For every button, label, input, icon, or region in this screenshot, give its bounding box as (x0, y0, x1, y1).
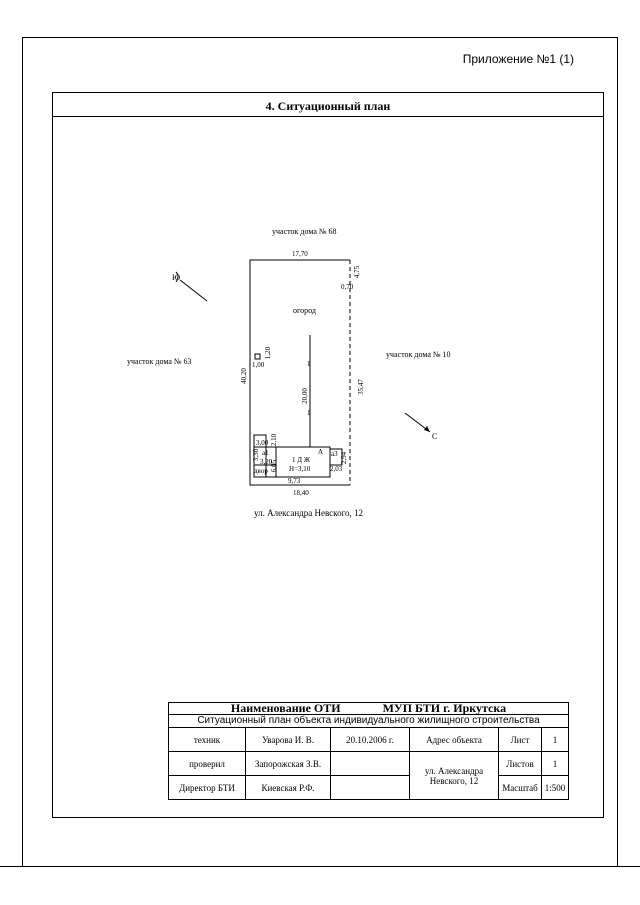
dim-mark-1a: 1 (307, 360, 311, 368)
annex-a3-label: а3 (331, 450, 338, 458)
house-label: 1 Д Ж (292, 456, 311, 464)
dim-2-94: 2,94 (340, 451, 349, 465)
dim-3-30: 3,30 (252, 448, 261, 462)
yard-label: двор (254, 467, 268, 475)
name-technician: Уварова И. В. (245, 727, 331, 752)
right-neighbor-label: участок дома № 10 (386, 350, 451, 359)
dim-3-20: 3,20 (260, 458, 273, 466)
dim-bottom-inner: 9,73 (288, 477, 301, 485)
top-neighbor-label: участок дома № 68 (272, 227, 337, 236)
house-height: Н=3,10 (289, 465, 311, 473)
dim-well: 1,00 (252, 361, 265, 369)
south-arrow (179, 279, 208, 302)
address-label: Адрес объекта (409, 727, 499, 752)
role-technician: техник (168, 727, 246, 752)
title-divider (52, 116, 604, 117)
dim-right: 35,47 (356, 379, 365, 395)
scale-value: 1:500 (541, 775, 569, 800)
garden-label: огород (293, 306, 316, 315)
dim-mark-1b: 1 (307, 409, 311, 417)
title-block-header: Наименование ОТИ МУП БТИ г. Иркутска (168, 702, 569, 714)
annex-a3 (329, 448, 343, 466)
role-director: Директор БТИ (168, 775, 246, 800)
plot-boundary (249, 259, 350, 486)
street-label: ул. Александра Невского, 12 (254, 508, 364, 518)
dim-bottom: 18,40 (293, 489, 309, 497)
sheet-value: 1 (541, 727, 569, 752)
name-checker: Запорожская З.В. (245, 751, 331, 776)
date-checker (330, 751, 410, 776)
sheets-label: Листов (498, 751, 542, 776)
appendix-label: Приложение №1 (1) (462, 52, 574, 66)
dim-6-05: 6,05 (270, 459, 279, 473)
plan-frame (52, 92, 604, 818)
annex-a1 (253, 434, 267, 478)
dim-corner-right: 4,75 (353, 265, 362, 279)
page-title: 4. Ситуационный план (265, 99, 391, 113)
org-name: МУП БТИ г. Иркутска (382, 701, 507, 715)
south-label: Ю (172, 273, 181, 282)
title-block-table: техник Уварова И. В. 20.10.2006 г. Адрес… (168, 727, 569, 800)
doc-title: Ситуационный план объекта индивидуальног… (168, 714, 569, 728)
left-neighbor-label: участок дома № 63 (127, 357, 192, 366)
dim-center: 20,00 (300, 388, 309, 404)
sheets-value: 1 (541, 751, 569, 776)
scale-label: Масштаб (498, 775, 542, 800)
well-marker (254, 353, 261, 360)
dim-2-10: 2,10 (270, 433, 279, 447)
name-director: Киевская Р.Ф. (245, 775, 331, 800)
date-technician: 20.10.2006 г. (330, 727, 410, 752)
sheet-label: Лист (498, 727, 542, 752)
org-name-label: Наименование ОТИ (230, 701, 341, 715)
address-value: ул. Александра Невского, 12 (409, 751, 499, 800)
date-director (330, 775, 410, 800)
annex-a1-label: а1 (262, 449, 269, 457)
north-label: С (432, 432, 438, 441)
dim-well2: 1,20 (264, 346, 273, 360)
dim-2-03: 2,03 (330, 465, 343, 473)
letter-a: А (318, 448, 324, 456)
dim-top: 17,70 (292, 250, 308, 258)
page-bottom-line (0, 866, 640, 867)
role-checker: проверил (168, 751, 246, 776)
dim-corner-right2: 0,70 (341, 283, 354, 291)
dim-left: 40,20 (239, 368, 248, 384)
dim-3-00: 3,00 (256, 439, 269, 447)
